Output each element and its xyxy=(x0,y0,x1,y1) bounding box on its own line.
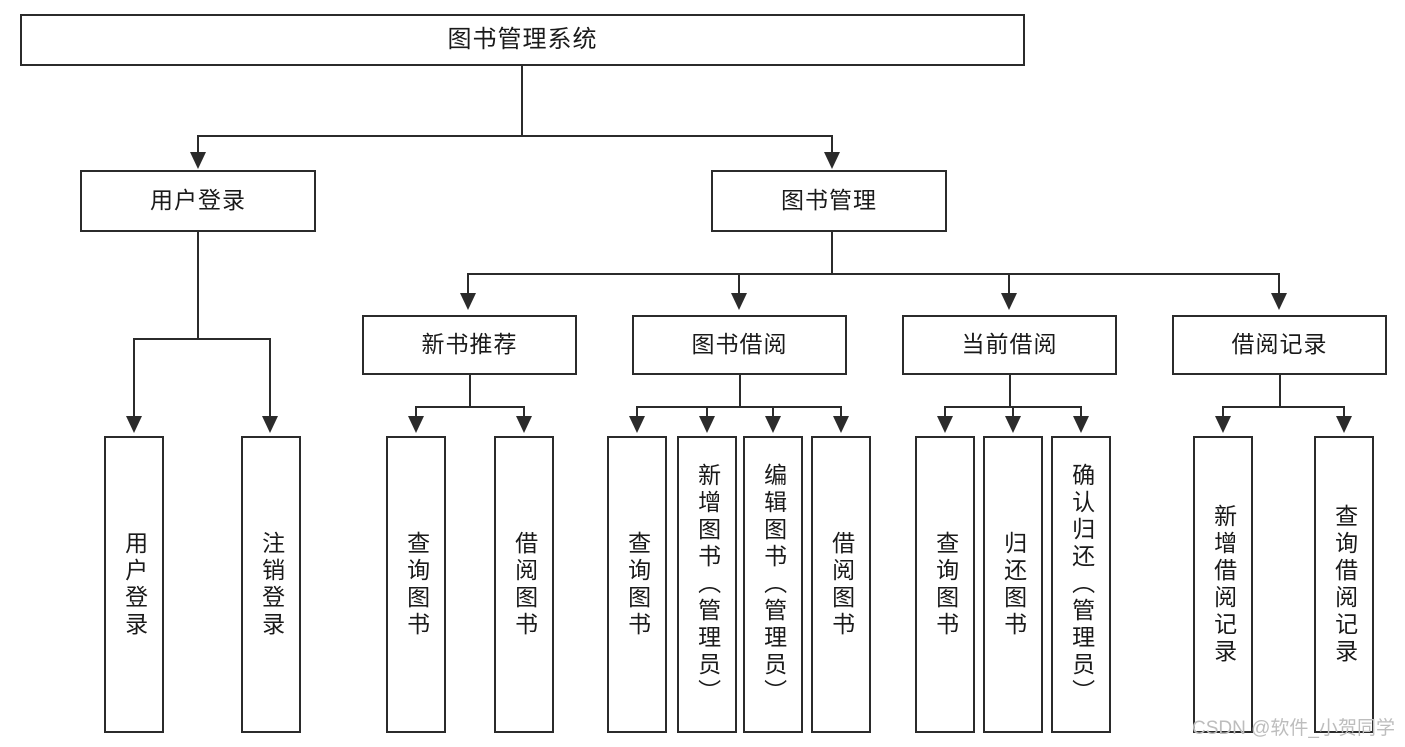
leaf-cb-return-book[interactable]: 归还图书 xyxy=(983,436,1043,733)
node-label: 新书推荐 xyxy=(421,331,518,358)
leaf-user-login[interactable]: 用户登录 xyxy=(104,436,164,733)
connector-root-bus xyxy=(197,135,833,137)
arrowhead-book-borrow xyxy=(731,293,747,310)
arrowhead-current-borrow xyxy=(1001,293,1017,310)
arrowhead-bb-edit-book xyxy=(765,416,781,433)
node-label: 借阅记录 xyxy=(1231,331,1328,358)
arrowhead-cb-query-book xyxy=(937,416,953,433)
connector-br-drop-2 xyxy=(1343,406,1345,418)
connector-current-borrow-stem xyxy=(1009,375,1011,407)
connector-root-stem xyxy=(521,66,523,136)
node-current-borrow[interactable]: 当前借阅 xyxy=(902,315,1117,375)
leaf-br-query-record[interactable]: 查询借阅记录 xyxy=(1314,436,1374,733)
arrowhead-bb-borrow-book xyxy=(833,416,849,433)
node-label: 查询借阅记录 xyxy=(1331,503,1358,666)
arrowhead-new-book-recommend xyxy=(460,293,476,310)
arrowhead-bb-add-book xyxy=(699,416,715,433)
node-user-login[interactable]: 用户登录 xyxy=(80,170,316,232)
node-book-management[interactable]: 图书管理 xyxy=(711,170,947,232)
node-label: 注销登录 xyxy=(258,530,285,639)
leaf-logout-login[interactable]: 注销登录 xyxy=(241,436,301,733)
node-book-borrow[interactable]: 图书借阅 xyxy=(632,315,847,375)
arrowhead-bb-query-book xyxy=(629,416,645,433)
node-label: 归还图书 xyxy=(1000,530,1027,639)
node-new-book-recommend[interactable]: 新书推荐 xyxy=(362,315,577,375)
node-label: 图书借阅 xyxy=(691,331,788,358)
node-label: 图书管理系统 xyxy=(447,25,598,53)
connector-br-drop-1 xyxy=(1222,406,1224,418)
leaf-bb-borrow-book[interactable]: 借阅图书 xyxy=(811,436,871,733)
connector-user-login-bus xyxy=(133,338,270,340)
connector-book-borrow-bus xyxy=(636,406,842,408)
node-label: 新增借阅记录 xyxy=(1210,503,1237,666)
connector-borrow-record-stem xyxy=(1279,375,1281,407)
leaf-nbr-borrow-book[interactable]: 借阅图书 xyxy=(494,436,554,733)
connector-new-book-recommend-bus xyxy=(415,406,525,408)
connector-root-to-book-manage xyxy=(831,135,833,155)
node-root-system[interactable]: 图书管理系统 xyxy=(20,14,1025,66)
connector-book-manage-stem xyxy=(831,232,833,274)
node-label: 当前借阅 xyxy=(961,331,1058,358)
connector-bb-drop-4 xyxy=(840,406,842,418)
leaf-cb-query-book[interactable]: 查询图书 xyxy=(915,436,975,733)
connector-user-login-left-drop xyxy=(133,338,135,418)
connector-nbr-drop-2 xyxy=(523,406,525,418)
arrowhead-leaf-user-login xyxy=(126,416,142,433)
arrowhead-cb-return-book xyxy=(1005,416,1021,433)
connector-bb-drop-3 xyxy=(772,406,774,418)
connector-user-login-right-drop xyxy=(269,338,271,418)
arrowhead-root-to-user-login xyxy=(190,152,206,169)
node-label: 用户登录 xyxy=(121,530,148,639)
node-label: 编辑图书（管理员） xyxy=(760,463,787,706)
arrowhead-borrow-record xyxy=(1271,293,1287,310)
connector-new-book-recommend-stem xyxy=(469,375,471,407)
node-borrow-record[interactable]: 借阅记录 xyxy=(1172,315,1387,375)
connector-borrow-record-bus xyxy=(1222,406,1345,408)
node-label: 查询图书 xyxy=(932,530,959,639)
connector-cb-drop-2 xyxy=(1012,406,1014,418)
arrowhead-nbr-query-book xyxy=(408,416,424,433)
node-label: 查询图书 xyxy=(403,530,430,639)
arrowhead-nbr-borrow-book xyxy=(516,416,532,433)
connector-bb-drop-1 xyxy=(636,406,638,418)
leaf-bb-query-book[interactable]: 查询图书 xyxy=(607,436,667,733)
leaf-bb-edit-book-admin[interactable]: 编辑图书（管理员） xyxy=(743,436,803,733)
connector-to-new-book-recommend xyxy=(467,273,469,295)
leaf-cb-confirm-return-admin[interactable]: 确认归还（管理员） xyxy=(1051,436,1111,733)
arrowhead-br-add-record xyxy=(1215,416,1231,433)
connector-root-to-user-login xyxy=(197,135,199,155)
connector-to-borrow-record xyxy=(1278,273,1280,295)
connector-bb-drop-2 xyxy=(706,406,708,418)
leaf-bb-add-book-admin[interactable]: 新增图书（管理员） xyxy=(677,436,737,733)
node-label: 图书管理 xyxy=(781,187,877,214)
arrowhead-cb-confirm-return xyxy=(1073,416,1089,433)
connector-book-manage-bus xyxy=(467,273,1280,275)
node-label: 新增图书（管理员） xyxy=(694,463,721,706)
connector-user-login-stem xyxy=(197,232,199,339)
connector-nbr-drop-1 xyxy=(415,406,417,418)
connector-cb-drop-3 xyxy=(1080,406,1082,418)
node-label: 确认归还（管理员） xyxy=(1068,463,1095,706)
node-label: 用户登录 xyxy=(150,187,246,214)
csdn-watermark: CSDN @软件_小贺同学 xyxy=(1192,718,1395,739)
connector-to-book-borrow xyxy=(738,273,740,295)
node-label: 借阅图书 xyxy=(511,530,538,639)
arrowhead-br-query-record xyxy=(1336,416,1352,433)
connector-cb-drop-1 xyxy=(944,406,946,418)
node-label: 借阅图书 xyxy=(828,530,855,639)
connector-book-borrow-stem xyxy=(739,375,741,407)
node-label: 查询图书 xyxy=(624,530,651,639)
arrowhead-root-to-book-manage xyxy=(824,152,840,169)
leaf-br-add-record[interactable]: 新增借阅记录 xyxy=(1193,436,1253,733)
leaf-nbr-query-book[interactable]: 查询图书 xyxy=(386,436,446,733)
arrowhead-leaf-logout xyxy=(262,416,278,433)
connector-to-current-borrow xyxy=(1008,273,1010,295)
